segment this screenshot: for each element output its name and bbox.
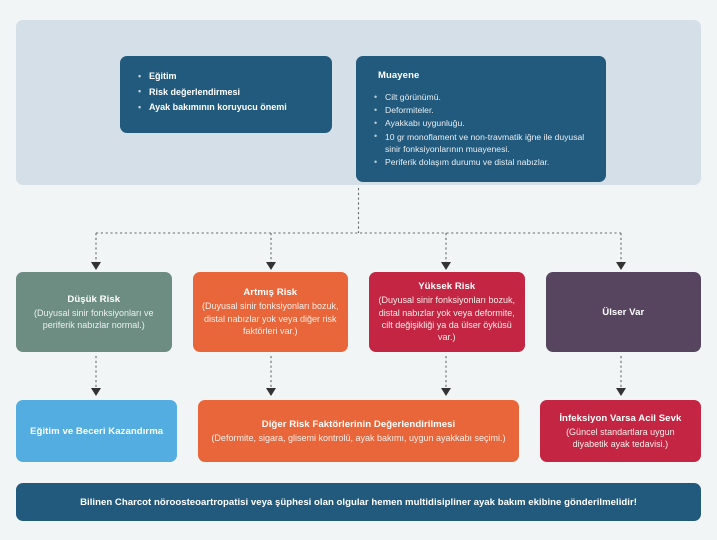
risk-card-subtitle: (Duyusal sinir fonksiyonları bozuk, dist… bbox=[378, 295, 516, 343]
list-item: Periferik dolaşım durumu ve distal nabız… bbox=[372, 156, 592, 168]
action-row: Eğitim ve Beceri Kazandırma Diğer Risk F… bbox=[16, 400, 701, 462]
arrowhead-icon bbox=[266, 388, 276, 396]
arrowhead-icon bbox=[91, 262, 101, 270]
risk-card-subtitle: (Duyusal sinir fonksiyonları bozuk, dist… bbox=[201, 301, 339, 337]
examination-card: Muayene Cilt görünümü. Deformiteler. Aya… bbox=[356, 56, 606, 182]
arrowhead-icon bbox=[441, 262, 451, 270]
examination-title: Muayene bbox=[378, 70, 420, 81]
action-card-education[interactable]: Eğitim ve Beceri Kazandırma bbox=[16, 400, 178, 462]
arrowhead-icon bbox=[266, 262, 276, 270]
arrowhead-icon bbox=[91, 388, 101, 396]
risk-card-title: Düşük Risk bbox=[67, 293, 121, 305]
list-item: Ayakkabı uygunluğu. bbox=[372, 117, 592, 129]
assessment-panel: Eğitim Risk değerlendirmesi Ayak bakımın… bbox=[16, 20, 701, 185]
risk-card-subtitle: (Duyusal sinir fonksiyonları ve periferi… bbox=[33, 307, 154, 330]
action-card-risk-factors[interactable]: Diğer Risk Faktörlerinin Değerlendirilme… bbox=[198, 400, 519, 462]
risk-card-title: Ülser Var bbox=[602, 306, 645, 318]
charcot-warning-text: Bilinen Charcot nöroosteoartropatisi vey… bbox=[80, 496, 637, 508]
action-card-subtitle: (Güncel standartlara uygun diyabetik aya… bbox=[566, 426, 675, 449]
risk-card-increased[interactable]: Artmış Risk (Duyusal sinir fonksiyonları… bbox=[192, 272, 348, 352]
list-item: 10 gr monoflament ve non-travmatik iğne … bbox=[372, 130, 592, 155]
list-item: Risk değerlendirmesi bbox=[136, 84, 318, 100]
list-item: Cilt görünümü. bbox=[372, 90, 592, 103]
education-assessment-list: Eğitim Risk değerlendirmesi Ayak bakımın… bbox=[136, 69, 318, 115]
list-item: Ayak bakımının koruyucu önemi bbox=[136, 100, 318, 115]
action-card-title: İnfeksiyon Varsa Acil Sevk bbox=[559, 412, 682, 424]
action-card-subtitle: (Deformite, sigara, glisemi kontrolü, ay… bbox=[211, 432, 506, 443]
risk-card-title: Artmış Risk bbox=[243, 287, 298, 299]
risk-card-title: Yüksek Risk bbox=[418, 281, 476, 293]
examination-list: Cilt görünümü. Deformiteler. Ayakkabı uy… bbox=[372, 90, 592, 168]
education-assessment-card: Eğitim Risk değerlendirmesi Ayak bakımın… bbox=[120, 56, 332, 133]
risk-card-high[interactable]: Yüksek Risk (Duyusal sinir fonksiyonları… bbox=[369, 272, 525, 352]
risk-category-row: Düşük Risk (Duyusal sinir fonksiyonları … bbox=[16, 272, 701, 352]
risk-card-low[interactable]: Düşük Risk (Duyusal sinir fonksiyonları … bbox=[16, 272, 172, 352]
list-item: Deformiteler. bbox=[372, 104, 592, 116]
arrowhead-icon bbox=[441, 388, 451, 396]
list-item: Eğitim bbox=[136, 69, 318, 84]
charcot-warning-banner: Bilinen Charcot nöroosteoartropatisi vey… bbox=[16, 483, 701, 521]
action-card-title: Diğer Risk Faktörlerinin Değerlendirilme… bbox=[261, 418, 456, 430]
arrowhead-icon bbox=[616, 262, 626, 270]
risk-card-ulcer[interactable]: Ülser Var bbox=[545, 272, 701, 352]
action-card-title: Eğitim ve Beceri Kazandırma bbox=[30, 425, 164, 437]
arrowhead-icon bbox=[616, 388, 626, 396]
action-card-urgent-referral[interactable]: İnfeksiyon Varsa Acil Sevk (Güncel stand… bbox=[539, 400, 701, 462]
